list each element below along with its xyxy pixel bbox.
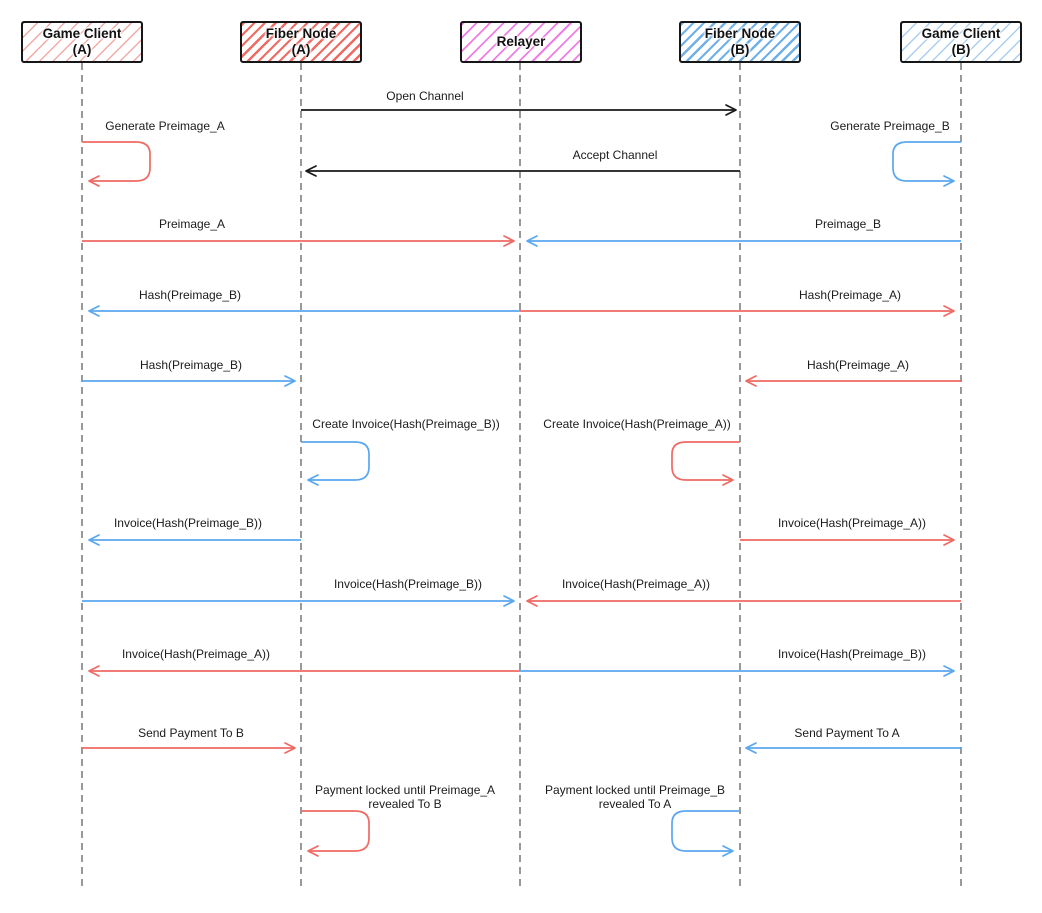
actor-label: Relayer <box>496 33 546 49</box>
actor-label: Fiber Node <box>265 25 337 41</box>
label-payment-locked-b: Payment locked until Preimage_B revealed… <box>544 783 726 812</box>
selfloop-generate-preimage-a <box>82 141 151 187</box>
actor-game-client-a: Game Client (A) <box>21 21 143 63</box>
actor-sublabel: (B) <box>951 42 971 57</box>
actor-label: Game Client <box>42 25 122 41</box>
label-create-invoice-b: Create Invoice(Hash(Preimage_B)) <box>312 417 500 431</box>
label-invoice-a-to-client-b: Invoice(Hash(Preimage_A)) <box>777 516 927 530</box>
selfloop-create-invoice-a <box>671 441 740 486</box>
actor-fiber-node-a: Fiber Node (A) <box>240 21 362 63</box>
label-hash-preimage-b-2: Hash(Preimage_B) <box>139 358 243 372</box>
label-preimage-b: Preimage_B <box>814 217 882 231</box>
label-invoice-b-to-client-b: Invoice(Hash(Preimage_B)) <box>777 647 927 661</box>
label-preimage-a: Preimage_A <box>158 217 226 231</box>
label-invoice-b-to-relayer: Invoice(Hash(Preimage_B)) <box>333 577 483 591</box>
actor-label: Game Client <box>921 25 1001 41</box>
actor-relayer: Relayer <box>460 21 582 63</box>
selfloop-payment-locked-a <box>301 810 370 857</box>
actor-sublabel: (A) <box>291 42 311 57</box>
label-generate-preimage-a: Generate Preimage_A <box>105 119 225 133</box>
label-hash-preimage-b-1: Hash(Preimage_B) <box>138 288 242 302</box>
lifelines <box>81 63 962 890</box>
label-hash-preimage-a-1: Hash(Preimage_A) <box>798 288 902 302</box>
label-invoice-a-to-relayer: Invoice(Hash(Preimage_A)) <box>561 577 711 591</box>
label-open-channel: Open Channel <box>386 89 464 103</box>
actor-sublabel: (B) <box>730 42 750 57</box>
selfloop-create-invoice-b <box>301 441 370 486</box>
actor-game-client-b: Game Client (B) <box>900 21 1022 63</box>
label-invoice-a-to-client-a: Invoice(Hash(Preimage_A)) <box>121 647 271 661</box>
actor-fiber-node-b: Fiber Node (B) <box>679 21 801 63</box>
label-hash-preimage-a-2: Hash(Preimage_A) <box>806 358 910 372</box>
selfloop-generate-preimage-b <box>892 141 961 187</box>
label-accept-channel: Accept Channel <box>572 148 658 162</box>
actor-label: Fiber Node <box>704 25 776 41</box>
selfloop-payment-locked-b <box>671 810 740 857</box>
label-generate-preimage-b: Generate Preimage_B <box>830 119 950 133</box>
label-create-invoice-a: Create Invoice(Hash(Preimage_A)) <box>543 417 731 431</box>
actor-sublabel: (A) <box>72 42 92 57</box>
label-send-payment-to-b: Send Payment To B <box>138 726 244 740</box>
label-invoice-b-to-client-a: Invoice(Hash(Preimage_B)) <box>113 516 263 530</box>
label-send-payment-to-a: Send Payment To A <box>794 726 900 740</box>
label-payment-locked-a: Payment locked until Preimage_A revealed… <box>314 783 496 812</box>
